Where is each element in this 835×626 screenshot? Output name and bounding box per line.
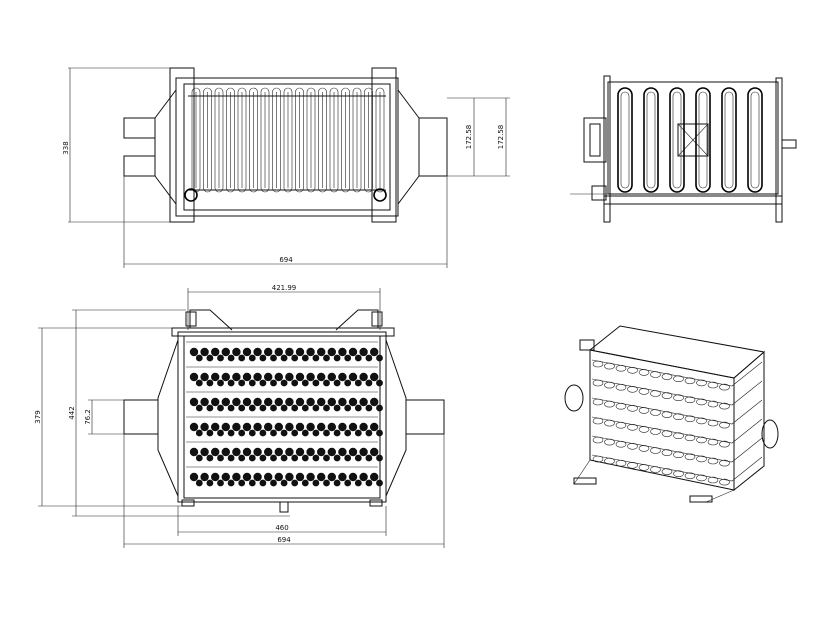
dim-front-overall-width: 694 (277, 536, 291, 544)
dim-front-height-inner: 442 (68, 406, 76, 419)
dim-front-body-width: 460 (275, 524, 288, 532)
front-view-tube-matrix (186, 341, 383, 487)
side-view-coil-loops (617, 87, 763, 193)
isometric-coil-layers (591, 359, 763, 486)
dim-front-top-width: 421.99 (272, 284, 297, 292)
isometric-view (564, 325, 779, 503)
dim-top-width: 694 (279, 256, 293, 264)
dim-top-outlet-a: 172.58 (465, 125, 473, 150)
dim-front-pipe-diameter: 76.2 (84, 409, 92, 425)
dim-top-height: 338 (62, 141, 70, 154)
side-view (570, 75, 797, 223)
top-view-coil-bank (191, 87, 385, 193)
top-view: 338 694 172.58 172.58 (62, 67, 510, 268)
dim-front-height-outer: 379 (34, 410, 42, 423)
front-view: 421.99 379 442 76.2 460 694 (34, 284, 445, 548)
dim-top-outlet-b: 172.58 (497, 125, 505, 150)
